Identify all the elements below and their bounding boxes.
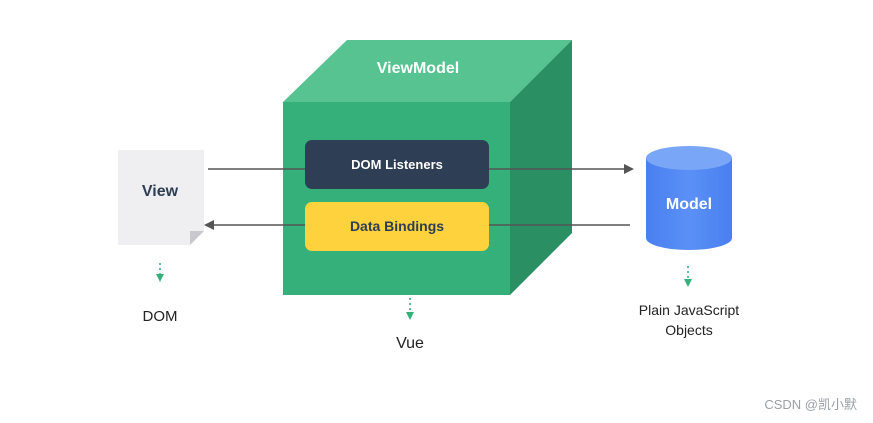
cube-side-face <box>510 40 572 295</box>
dom-listeners-label: DOM Listeners <box>351 157 443 172</box>
dom-listeners-box: DOM Listeners <box>305 140 489 189</box>
vue-caption: Vue <box>396 335 424 352</box>
model-database-icon: Model <box>646 146 732 250</box>
dom-caption: DOM <box>143 308 178 325</box>
model-label: Model <box>666 196 712 213</box>
cube-top-face <box>283 40 572 102</box>
csdn-watermark: CSDN @凯小默 <box>764 397 857 412</box>
model-caption-line1: Plain JavaScript <box>639 302 739 318</box>
cube-front-face <box>283 102 510 295</box>
data-bindings-label: Data Bindings <box>350 218 444 234</box>
viewmodel-title: ViewModel <box>377 60 459 77</box>
view-label: View <box>142 183 179 200</box>
view-document-icon: View <box>118 150 204 245</box>
viewmodel-cube: ViewModel <box>283 40 572 295</box>
data-bindings-box: Data Bindings <box>305 202 489 251</box>
model-caption-line2: Objects <box>665 322 712 338</box>
